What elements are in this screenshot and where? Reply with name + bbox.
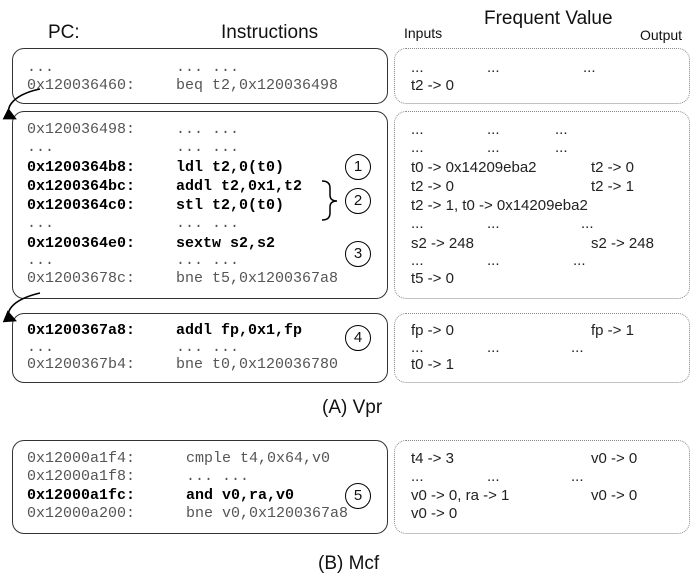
code-pc: 0x12000a200:	[27, 505, 136, 522]
code-pc: ...	[27, 339, 55, 356]
vpr-caption: (A) Vpr	[322, 397, 383, 418]
code-pc: 0x1200364b8:	[27, 159, 136, 176]
input-value: t0 -> 1	[411, 356, 454, 373]
vpr-value-block-3: fp -> 0 fp -> 1 ... ... ... t0 -> 1	[394, 313, 690, 383]
instructions-header: Instructions	[221, 22, 319, 43]
code-pc: 0x12000a1fc:	[27, 487, 136, 504]
output-header: Output	[640, 27, 683, 43]
input-value: v0 -> 0, ra -> 1	[411, 487, 510, 504]
input-value: t4 -> 3	[411, 450, 454, 467]
branch-arrow-2	[2, 292, 41, 323]
code-pc: 0x120036498:	[27, 121, 136, 138]
code-instr: stl t2,0(t0)	[176, 197, 285, 214]
mcf-caption: (B) Mcf	[318, 553, 380, 574]
input-value: ...	[487, 139, 500, 156]
code-instr: ... ...	[176, 139, 240, 156]
input-value: ...	[411, 215, 424, 232]
input-value: ...	[555, 121, 568, 138]
code-pc: 0x1200364c0:	[27, 197, 136, 214]
code-pc: 0x1200364bc:	[27, 178, 136, 195]
code-instr: ... ...	[176, 252, 240, 269]
mcf-code-block: 0x12000a1f4: cmple t4,0x64,v0 0x12000a1f…	[12, 440, 388, 534]
code-pc: 0x1200367a8:	[27, 322, 136, 339]
code-instr: cmple t4,0x64,v0	[186, 450, 331, 467]
code-pc: ...	[27, 252, 55, 269]
input-value: s2 -> 248	[411, 235, 474, 252]
input-value: ...	[571, 468, 584, 485]
mcf-value-block: t4 -> 3 v0 -> 0 ... ... ... v0 -> 0, ra …	[394, 440, 690, 534]
code-pc: 0x12000a1f8:	[27, 468, 136, 485]
vpr-code-block-3: 0x1200367a8: addl fp,0x1,fp ... ... ... …	[12, 313, 388, 383]
output-value: s2 -> 248	[591, 235, 654, 252]
inputs-header: Inputs	[404, 25, 443, 41]
input-value: ...	[583, 59, 596, 76]
input-value: ...	[487, 121, 500, 138]
input-value: ...	[571, 339, 584, 356]
input-value: t5 -> 0	[411, 270, 454, 287]
vpr-value-block-2: ... ... ... ... ... ... t0 -> 0x14209eba…	[394, 111, 690, 299]
code-pc: 0x120036460:	[27, 77, 136, 94]
input-value: ...	[573, 252, 586, 269]
code-instr: addl fp,0x1,fp	[176, 322, 303, 339]
output-value: fp -> 1	[591, 322, 634, 339]
input-value: ...	[487, 59, 500, 76]
input-value: ...	[411, 59, 424, 76]
input-value: v0 -> 0	[411, 505, 458, 522]
input-value: ...	[487, 468, 500, 485]
input-value: t0 -> 0x14209eba2	[411, 159, 537, 176]
curly-brace	[321, 180, 338, 221]
input-value: t2 -> 0	[411, 178, 454, 195]
vpr-code-block-2: 0x120036498: ... ... ... ... ... 0x12003…	[12, 111, 388, 299]
output-value: t2 -> 0	[591, 159, 634, 176]
marker-1: 1	[345, 154, 371, 180]
code-pc: 0x12003678c:	[27, 270, 136, 287]
code-pc: 0x1200367b4:	[27, 356, 136, 373]
code-instr: bne t5,0x1200367a8	[176, 270, 339, 287]
input-value: fp -> 0	[411, 322, 454, 339]
code-instr: ldl t2,0(t0)	[176, 159, 285, 176]
code-pc: ...	[27, 59, 55, 76]
code-instr: addl t2,0x1,t2	[176, 178, 303, 195]
input-value: ...	[411, 121, 424, 138]
marker-2: 2	[345, 188, 371, 214]
code-pc: ...	[27, 139, 55, 156]
input-value: ...	[411, 139, 424, 156]
marker-4: 4	[345, 325, 371, 351]
code-instr: ... ...	[186, 468, 250, 485]
output-value: t2 -> 1	[591, 178, 634, 195]
branch-arrow-1	[2, 88, 41, 120]
input-value: ...	[487, 252, 500, 269]
input-value: ...	[411, 339, 424, 356]
code-instr: ... ...	[176, 121, 240, 138]
output-value: v0 -> 0	[591, 487, 638, 504]
input-value: t2 -> 0	[411, 77, 454, 94]
code-instr: ... ...	[176, 59, 240, 76]
code-instr: bne v0,0x1200367a8	[186, 505, 349, 522]
input-value: ...	[411, 468, 424, 485]
code-instr: ... ...	[176, 339, 240, 356]
vpr-code-block-1: ... ... ... 0x120036460: beq t2,0x120036…	[12, 48, 388, 104]
marker-5: 5	[345, 483, 371, 509]
input-value: ...	[555, 139, 568, 156]
code-pc: ...	[27, 215, 55, 232]
code-instr: and v0,ra,v0	[186, 487, 295, 504]
code-instr: bne t0,0x120036780	[176, 356, 339, 373]
input-value: t2 -> 1, t0 -> 0x14209eba2	[411, 197, 588, 214]
input-value: ...	[411, 252, 424, 269]
input-value: ...	[487, 215, 500, 232]
vpr-value-block-1: ... ... ... t2 -> 0	[394, 48, 690, 104]
code-pc: 0x12000a1f4:	[27, 450, 136, 467]
pc-header: PC:	[48, 22, 80, 43]
code-instr: ... ...	[176, 215, 240, 232]
input-value: ...	[581, 215, 594, 232]
input-value: ...	[487, 339, 500, 356]
output-value: v0 -> 0	[591, 450, 638, 467]
code-instr: beq t2,0x120036498	[176, 77, 339, 94]
marker-3: 3	[345, 241, 371, 267]
code-instr: sextw s2,s2	[176, 235, 276, 252]
frequent-value-header: Frequent Value	[484, 8, 613, 29]
code-pc: 0x1200364e0:	[27, 235, 136, 252]
